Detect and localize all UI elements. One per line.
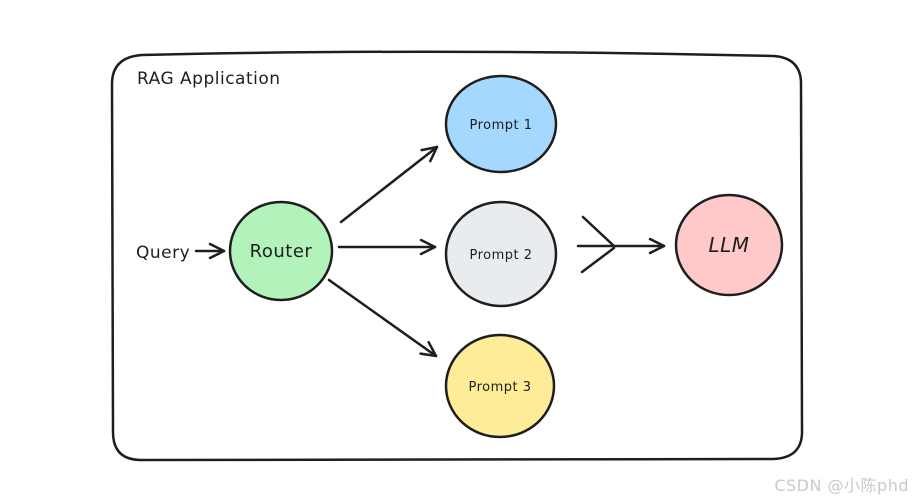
arrow-router-to-prompt1 [339,145,439,224]
watermark: CSDN @小陈phd [774,476,909,495]
prompt1-label: Prompt 1 [469,118,532,133]
llm-circle [674,193,784,297]
prompt2-circle [444,200,558,308]
merge-chevron [580,215,616,274]
node-prompt1: Prompt 1 [444,74,558,174]
diagram-title: RAG Application [137,69,281,89]
node-prompt3: Prompt 3 [444,333,556,439]
arrow-router-to-prompt3 [327,278,438,358]
prompt2-label: Prompt 2 [469,248,532,263]
router-label: Router [250,241,313,262]
prompt3-label: Prompt 3 [468,380,531,395]
router-circle [228,200,334,302]
node-router: Router [228,200,334,302]
llm-label: LLM [708,233,749,257]
prompt3-circle [444,333,556,439]
node-prompt2: Prompt 2 [444,200,558,308]
node-llm: LLM [674,193,784,297]
query-label: Query [136,243,190,263]
diagram-container-box [110,50,804,462]
diagram-arrows [194,145,666,358]
prompt1-circle [444,74,558,174]
